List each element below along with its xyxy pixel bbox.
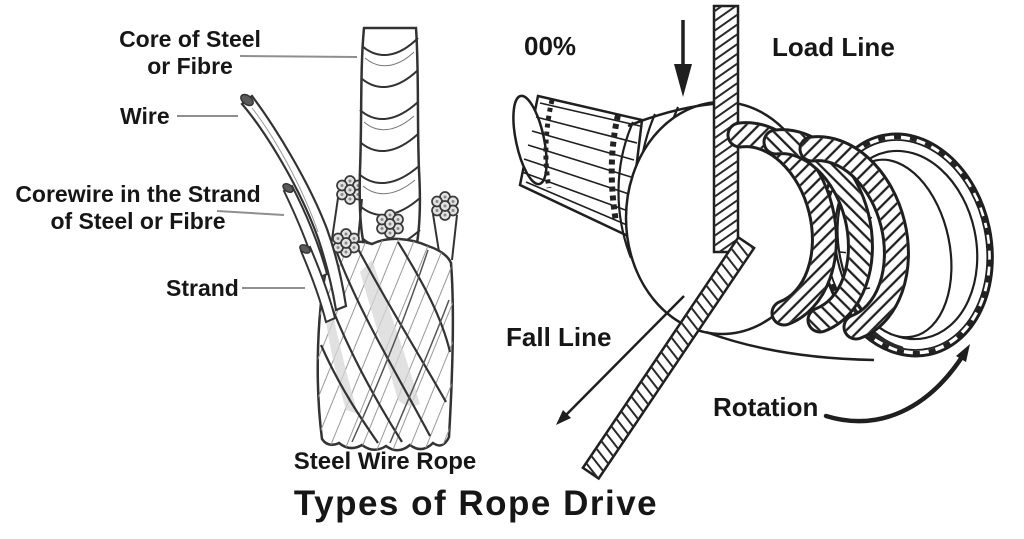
strand-bundle	[332, 228, 360, 258]
leader-line-corewire	[216, 210, 285, 216]
rope-drive-drum-illustration	[512, 4, 994, 481]
label-core-of-steel: Core of Steel or Fibre	[105, 26, 275, 80]
label-percent: 00%	[524, 31, 577, 61]
rope-coils	[726, 121, 910, 341]
corewire-illustration	[282, 182, 337, 324]
wire-illustration	[240, 93, 348, 312]
caption-steel-wire-rope: Steel Wire Rope	[293, 448, 477, 475]
label-wire: Wire	[120, 103, 170, 129]
steel-wire-rope-illustration	[177, 26, 459, 452]
fall-line-arrow-icon	[556, 295, 685, 425]
leader-line-core	[239, 55, 358, 58]
rotation-arrow-icon	[823, 344, 970, 424]
strand-bundle	[376, 209, 404, 239]
label-corewire-line2: of Steel or Fibre	[50, 208, 226, 234]
leader-lines	[177, 55, 358, 289]
down-arrow-icon	[674, 20, 692, 97]
drum-ribbed-end	[512, 94, 644, 238]
label-core-line2: or Fibre	[147, 53, 233, 79]
rope-core	[358, 26, 422, 260]
label-core-line1: Core of Steel	[119, 26, 261, 52]
label-corewire-line1: Corewire in the Strand	[15, 181, 261, 207]
label-fall-line: Fall Line	[506, 322, 612, 352]
fall-line-rope	[581, 235, 756, 481]
page-title: Types of Rope Drive	[293, 484, 659, 523]
label-load-line: Load Line	[772, 32, 895, 62]
label-corewire: Corewire in the Strand of Steel or Fibre	[12, 181, 264, 235]
label-strand: Strand	[166, 275, 239, 301]
strand-bundle	[431, 191, 459, 221]
label-rotation: Rotation	[713, 392, 819, 422]
